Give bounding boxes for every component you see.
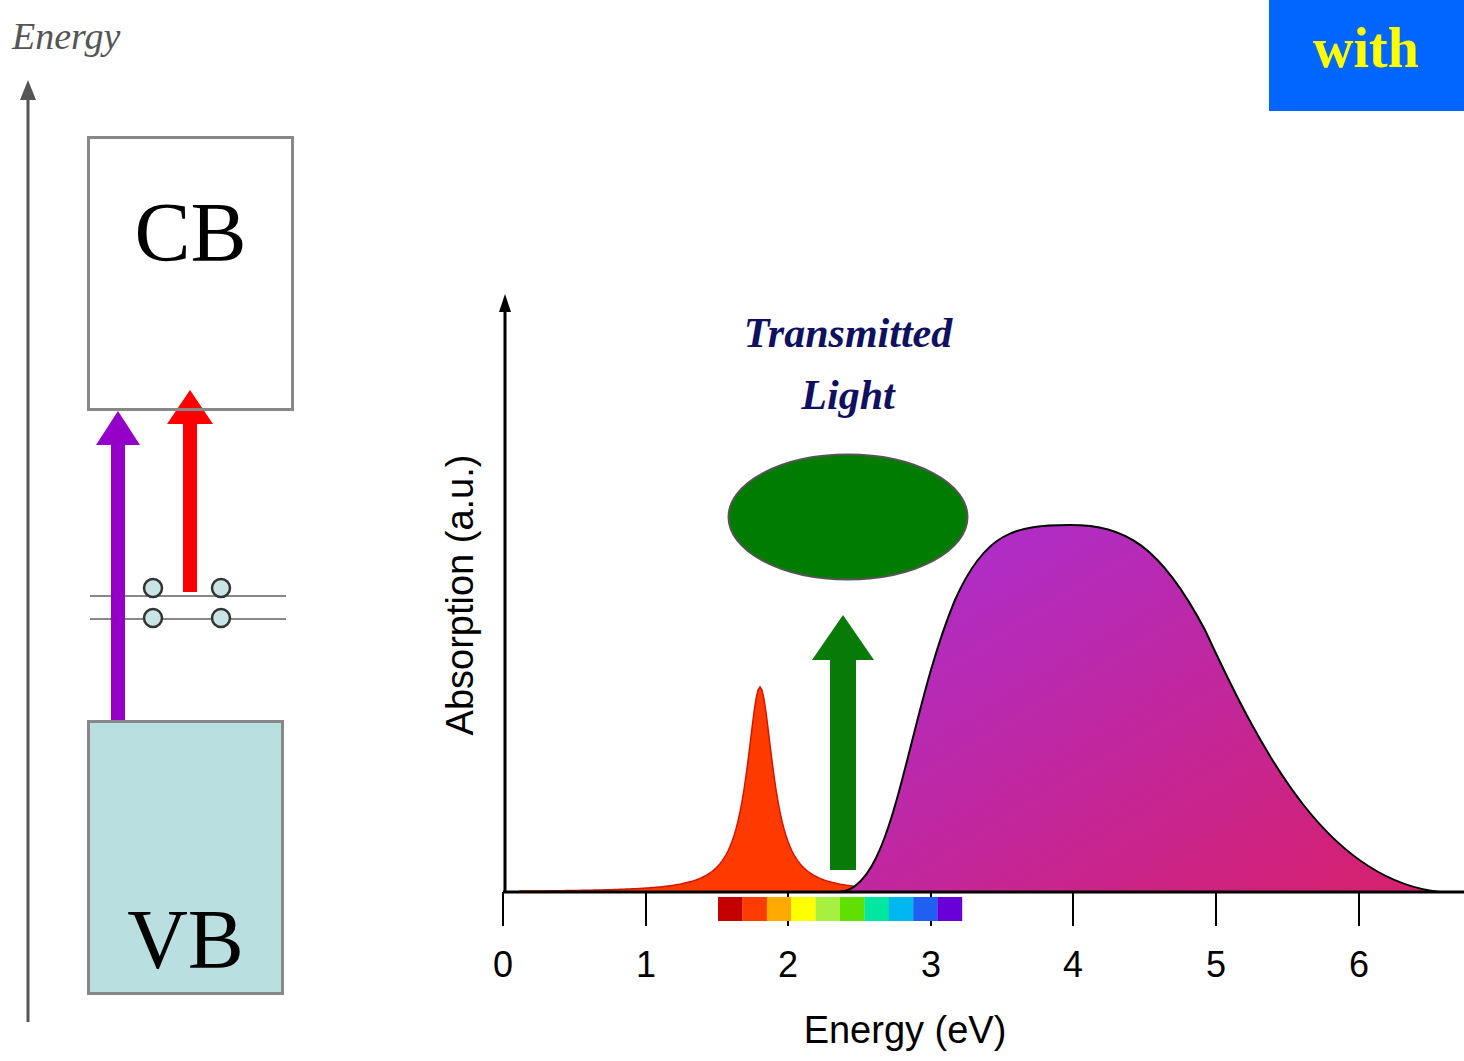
visible-spectrum-bar: [718, 897, 962, 921]
node-label: with: [1313, 20, 1419, 76]
axis-title: Energy: [12, 14, 120, 58]
tick-mark: [502, 892, 504, 926]
tick-label: 1: [636, 944, 656, 986]
spectrum-segment: [864, 897, 889, 921]
tick-mark: [1072, 892, 1074, 926]
title-box: with: [1269, 0, 1464, 111]
spectrum-segment: [718, 897, 743, 921]
axis-arrowhead: [20, 80, 36, 100]
x-ticks: [503, 892, 1359, 926]
ellipse-outline: [727, 453, 969, 581]
axis-title: Energy (eV): [804, 1009, 1007, 1052]
conduction-band: CB: [87, 136, 294, 411]
tick-label: 6: [1349, 944, 1369, 986]
valence-band: VB: [87, 720, 284, 995]
transmitted-light-ellipse: Transmitted Light: [727, 453, 969, 581]
tick-label: 2: [778, 944, 798, 986]
band-absorption: [838, 525, 1440, 892]
node-label: VB: [90, 898, 281, 982]
tick-mark: [1215, 892, 1217, 926]
transmitted-arrow: [812, 615, 874, 870]
spectrum-segment: [938, 897, 963, 921]
transition-arrow: [96, 411, 140, 720]
spectrum-segment: [913, 897, 938, 921]
axis-title: Absorption (a.u.): [439, 455, 482, 736]
defect-electrons: [144, 579, 230, 627]
spectrum-segment: [742, 897, 767, 921]
axis-arrowhead: [499, 294, 511, 312]
tick-label: 3: [921, 944, 941, 986]
tick-label: 4: [1063, 944, 1083, 986]
spectrum-segment: [889, 897, 914, 921]
spectrum-segment: [816, 897, 841, 921]
y-axis: [504, 308, 507, 893]
tick-mark: [1358, 892, 1360, 926]
tick-label: 5: [1206, 944, 1226, 986]
tick-label: 0: [493, 944, 513, 986]
node-label: Transmitted Light: [698, 302, 998, 426]
spectrum-segment: [791, 897, 816, 921]
x-axis: [503, 891, 1464, 894]
energy-axis: [27, 96, 30, 1022]
tick-mark: [645, 892, 647, 926]
ellipse-shape: [729, 455, 968, 580]
spectrum-segment: [767, 897, 792, 921]
node-label: CB: [90, 139, 291, 275]
red-transition-arrow: [167, 390, 213, 592]
spectrum-segment: [840, 897, 865, 921]
